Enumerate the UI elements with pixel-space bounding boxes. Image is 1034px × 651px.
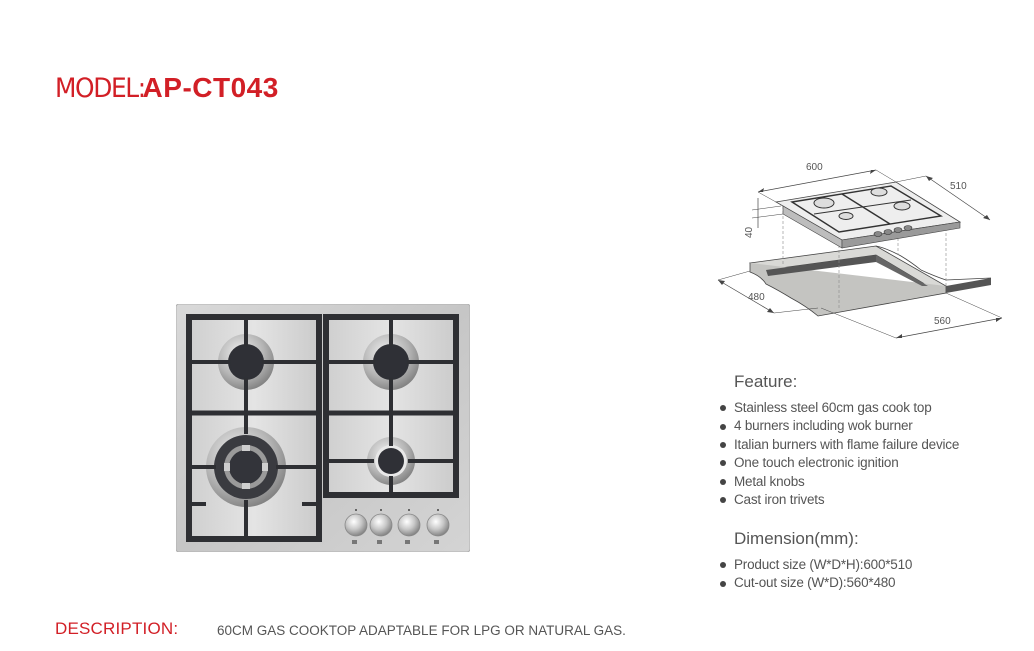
bullet-icon: [720, 562, 726, 569]
feature-item: One touch electronic ignition: [720, 454, 959, 472]
bullet-icon: [720, 405, 726, 412]
description-text: 60CM GAS COOKTOP ADAPTABLE FOR LPG OR NA…: [217, 623, 626, 638]
bullet-icon: [720, 580, 726, 587]
dimension-item: Cut-out size (W*D):560*480: [720, 574, 912, 592]
bullet-icon: [720, 478, 726, 485]
feature-item: Stainless steel 60cm gas cook top: [720, 399, 959, 417]
feature-item: Metal knobs: [720, 473, 959, 491]
dimension-item: Product size (W*D*H):600*510: [720, 556, 912, 574]
feature-item: Cast iron trivets: [720, 491, 959, 509]
bullet-icon: [720, 497, 726, 504]
feature-heading: Feature:: [734, 372, 798, 391]
cutout-width-dimension-label: 560: [934, 316, 951, 327]
width-dimension-label: 600: [806, 162, 823, 173]
model-title: MODEL:AP-CT043: [55, 72, 279, 105]
bullet-icon: [720, 442, 726, 449]
model-label: MODEL:: [55, 73, 146, 104]
bullet-icon: [720, 460, 726, 467]
feature-list: Stainless steel 60cm gas cook top 4 burn…: [720, 399, 959, 509]
cutout-depth-dimension-label: 480: [748, 292, 765, 303]
burner-front-right-small: [326, 413, 456, 495]
feature-item: 4 burners including wok burner: [720, 417, 959, 435]
height-dimension-label: 40: [744, 226, 755, 238]
dimension-list: Product size (W*D*H):600*510 Cut-out siz…: [720, 556, 912, 593]
burner-rear-right: [363, 334, 419, 390]
dimension-heading: Dimension(mm):: [734, 529, 859, 548]
burner-front-left-wok: [189, 413, 319, 539]
control-knobs: [344, 509, 450, 544]
description-label: DESCRIPTION:: [55, 619, 179, 638]
depth-dimension-label: 510: [950, 181, 967, 192]
bullet-icon: [720, 423, 726, 430]
cooktop-product-image: [176, 304, 470, 552]
dimension-diagram: 600 510 40 480 560: [717, 162, 1003, 339]
model-code: AP-CT043: [142, 72, 279, 103]
burner-rear-left: [218, 334, 274, 390]
feature-item: Italian burners with flame failure devic…: [720, 436, 959, 454]
